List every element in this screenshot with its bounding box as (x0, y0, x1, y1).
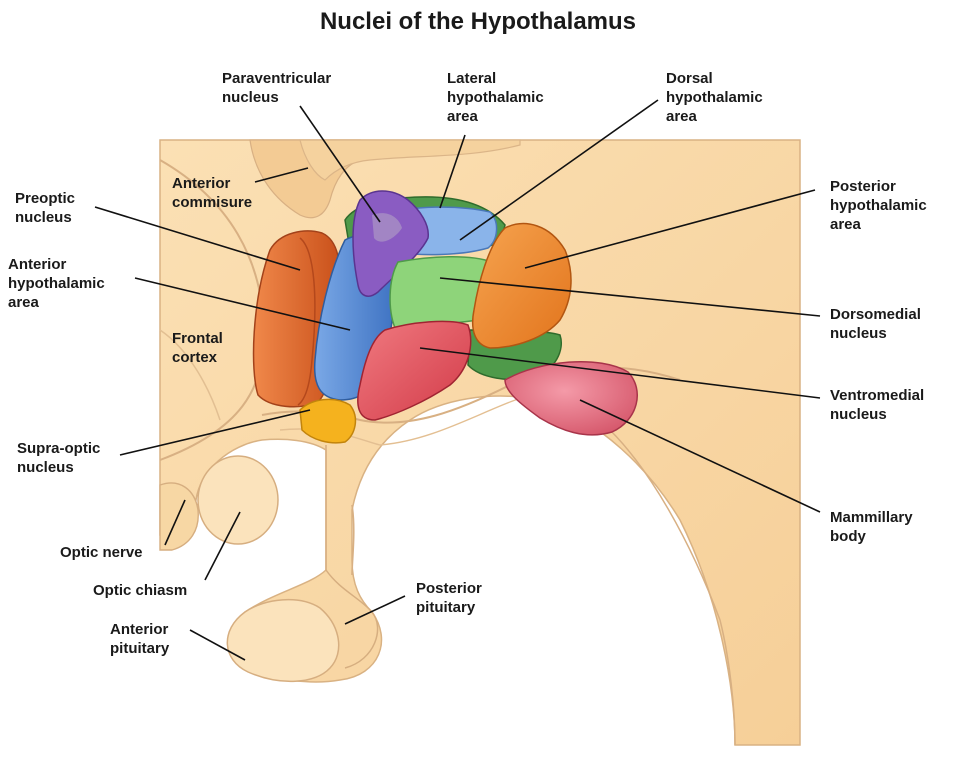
diagram-title: Nuclei of the Hypothalamus (320, 8, 636, 35)
label-ventromedial-nucleus: Ventromedial nucleus (830, 387, 928, 423)
label-anterior-hypothalamic-area: Anterior hypothalamic area (8, 256, 109, 311)
label-posterior-hypothalamic-area: Posterior hypothalamic area (830, 178, 931, 233)
label-optic-nerve: Optic nerve (60, 544, 143, 561)
label-dorsal-hypothalamic-area: Dorsal hypothalamic area (666, 70, 767, 125)
label-preoptic-nucleus: Preoptic nucleus (15, 190, 79, 226)
label-anterior-pituitary: Anterior pituitary (110, 621, 173, 657)
label-optic-chiasm: Optic chiasm (93, 582, 187, 599)
label-posterior-pituitary: Posterior pituitary (416, 580, 486, 616)
label-mammillary-body: Mammillary body (830, 509, 917, 545)
label-supraoptic-nucleus: Supra-optic nucleus (17, 440, 105, 476)
label-dorsomedial-nucleus: Dorsomedial nucleus (830, 306, 925, 342)
label-paraventricular-nucleus: Paraventricular nucleus (222, 70, 335, 106)
label-lateral-hypothalamic-area: Lateral hypothalamic area (447, 70, 548, 125)
